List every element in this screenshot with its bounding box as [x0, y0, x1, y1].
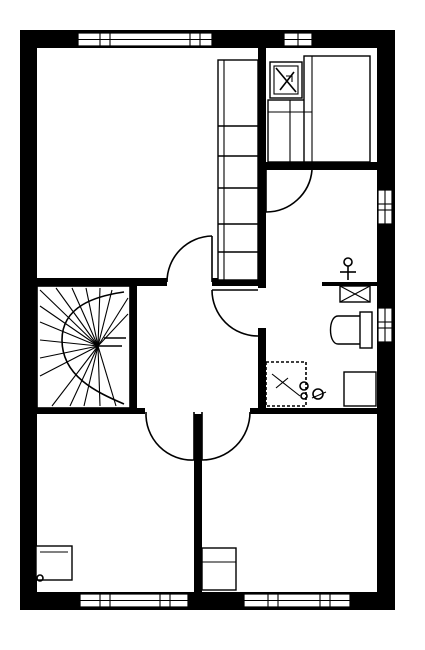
bottom-left-window [79, 593, 189, 608]
bedroom-bottom-right-door [201, 411, 251, 461]
bathroom-door [211, 289, 259, 337]
bathtub-corner [311, 371, 377, 407]
interior-walls [37, 48, 386, 592]
toilet [329, 311, 373, 349]
bedroom-top-left-door [166, 235, 213, 283]
right-window-upper [377, 189, 393, 225]
boiler-unit [269, 61, 303, 99]
top-left-window [77, 32, 213, 47]
storage-door [265, 169, 313, 213]
right-window-lower [377, 307, 393, 343]
storage-shelves [267, 55, 371, 163]
bedside-table-bottom-right [201, 547, 237, 591]
staircase [36, 285, 131, 409]
wardrobe [217, 59, 259, 281]
shower-tray [265, 361, 309, 407]
sink-symbol [340, 257, 356, 280]
sink [322, 282, 378, 303]
top-right-window [283, 32, 313, 47]
bottom-right-window [243, 593, 351, 608]
bedroom-bottom-left-door [145, 411, 195, 461]
bedside-table-bottom-left [35, 545, 73, 582]
